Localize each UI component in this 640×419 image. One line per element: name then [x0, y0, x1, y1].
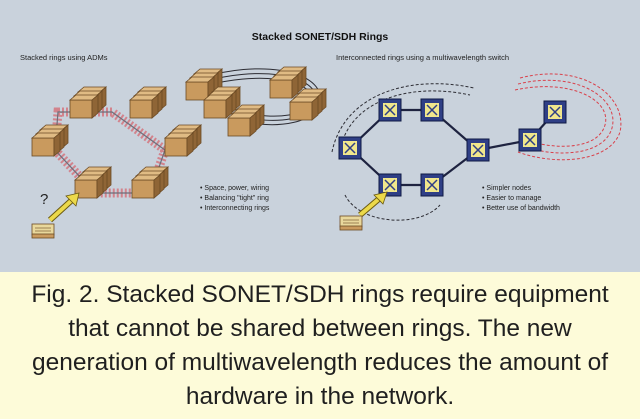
bullet-item: • Simpler nodes: [482, 185, 532, 192]
bullet-item: • Easier to manage: [482, 195, 541, 202]
left-panel: Stacked rings using ADMs: [20, 53, 326, 239]
caption-area: Fig. 2. Stacked SONET/SDH rings require …: [0, 272, 640, 419]
adm-stack-icon: [130, 87, 166, 118]
right-panel: Interconnected rings using a multiwavele…: [331, 53, 622, 231]
second-adm-ring: [186, 67, 326, 136]
dashed-wavelength-links: [331, 73, 622, 221]
right-bullets: • Simpler nodes • Easier to manage • Bet…: [482, 185, 560, 212]
adm-ring-nodes: [32, 87, 201, 198]
switch-node-icon: [420, 98, 444, 122]
adm-stack-icon: [165, 125, 201, 156]
pointer-arrow-icon: [47, 192, 80, 223]
switch-node-icon: [466, 138, 490, 162]
bullet-item: • Interconnecting rings: [200, 205, 270, 212]
pointer-arrow-icon: [358, 191, 388, 218]
switch-node-icon: [378, 98, 402, 122]
adm-stack-icon: [32, 125, 68, 156]
terminal-icon: [31, 223, 55, 239]
left-bullets: • Space, power, wiring • Balancing "tigh…: [200, 185, 270, 212]
figure-caption: Fig. 2. Stacked SONET/SDH rings require …: [31, 281, 609, 410]
bullet-item: • Space, power, wiring: [200, 185, 269, 192]
bullet-item: • Better use of bandwidth: [482, 205, 560, 212]
bullet-item: • Balancing "tight" ring: [200, 195, 269, 202]
switch-nodes: [338, 98, 567, 197]
diagram-title: Stacked SONET/SDH Rings: [252, 31, 389, 43]
switch-node-icon: [338, 136, 362, 160]
adm-stack-icon: [132, 167, 168, 198]
right-panel-heading: Interconnected rings using a multiwavele…: [336, 53, 509, 62]
switch-node-icon: [543, 100, 567, 124]
adm-stack-icon: [70, 87, 106, 118]
question-mark: ?: [40, 191, 48, 208]
left-panel-heading: Stacked rings using ADMs: [20, 53, 108, 62]
switch-node-icon: [420, 173, 444, 197]
diagram-svg: Stacked SONET/SDH Rings Stacked rings us…: [20, 31, 622, 239]
diagram-figure: Stacked SONET/SDH Rings Stacked rings us…: [0, 0, 640, 272]
switch-node-icon: [518, 128, 542, 152]
terminal-icon: [339, 215, 363, 231]
